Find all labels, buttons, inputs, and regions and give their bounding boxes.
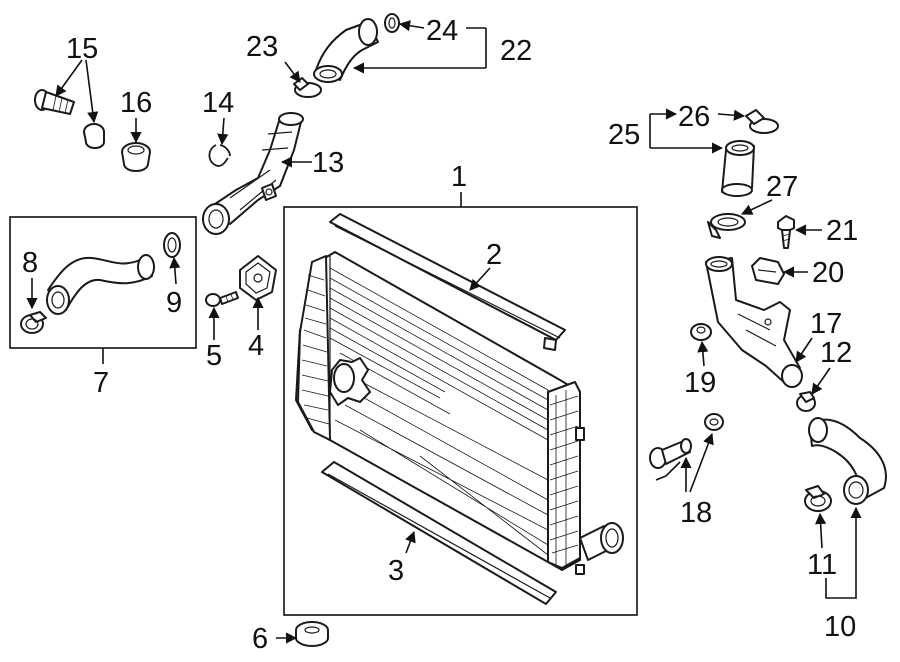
- callout-27: 27: [766, 171, 798, 203]
- bracket: [239, 255, 277, 301]
- callout-22: 22: [500, 35, 532, 67]
- callout-21: 21: [826, 215, 858, 247]
- callout-labels: 1 2 3 4 5 6 7 8 9 10 11 12 13 14 15 16 1…: [22, 15, 858, 655]
- callout-20: 20: [812, 257, 844, 289]
- callout-10: 10: [824, 611, 856, 643]
- bolt-18: [649, 413, 724, 469]
- screw-5: [205, 291, 239, 307]
- o-ring-9: [163, 232, 181, 258]
- callout-19: 19: [684, 367, 716, 399]
- pipe-17: [705, 256, 803, 388]
- clamp-11: [804, 485, 832, 512]
- callout-1: 1: [451, 161, 467, 193]
- hose-25: [721, 140, 755, 197]
- grommet-19: [690, 323, 712, 341]
- hose-10: [808, 417, 887, 505]
- callout-6: 6: [252, 623, 268, 655]
- callout-4: 4: [248, 330, 264, 362]
- clamp-26: [745, 109, 779, 134]
- intercooler: [295, 251, 624, 575]
- callout-7: 7: [93, 367, 109, 399]
- hose-clamp-8: [20, 311, 47, 334]
- screw-21: [777, 215, 795, 249]
- clamp-12: [796, 391, 816, 412]
- callout-3: 3: [388, 555, 404, 587]
- o-ring-24: [384, 13, 400, 33]
- callout-2: 2: [486, 239, 502, 271]
- elbow-hose-22: [313, 18, 379, 83]
- callout-23: 23: [246, 31, 278, 63]
- lower-seal-strip: [321, 461, 557, 605]
- leader-lines: [26, 20, 862, 644]
- hose-7: [46, 254, 155, 315]
- callout-14: 14: [202, 87, 234, 119]
- callout-13: 13: [312, 147, 344, 179]
- callout-5: 5: [206, 340, 222, 372]
- callout-15: 15: [66, 33, 98, 65]
- callout-17: 17: [810, 308, 842, 340]
- callout-18: 18: [680, 497, 712, 529]
- bolt-15: [34, 89, 105, 149]
- callout-8: 8: [22, 247, 38, 279]
- callout-25: 25: [608, 119, 640, 151]
- clamp-27: [707, 213, 746, 239]
- cap-16: [121, 142, 151, 172]
- callout-9: 9: [166, 287, 182, 319]
- callout-12: 12: [820, 337, 852, 369]
- callout-16: 16: [120, 87, 152, 119]
- spring-clip: [208, 144, 231, 167]
- sensor-20: [751, 257, 785, 285]
- upper-seal-strip: [329, 213, 566, 351]
- callout-24: 24: [426, 15, 458, 47]
- callout-26: 26: [678, 101, 710, 133]
- clamp-23: [293, 77, 322, 98]
- grommet: [295, 621, 329, 647]
- intake-hose-13: [202, 112, 304, 235]
- callout-11: 11: [807, 549, 837, 581]
